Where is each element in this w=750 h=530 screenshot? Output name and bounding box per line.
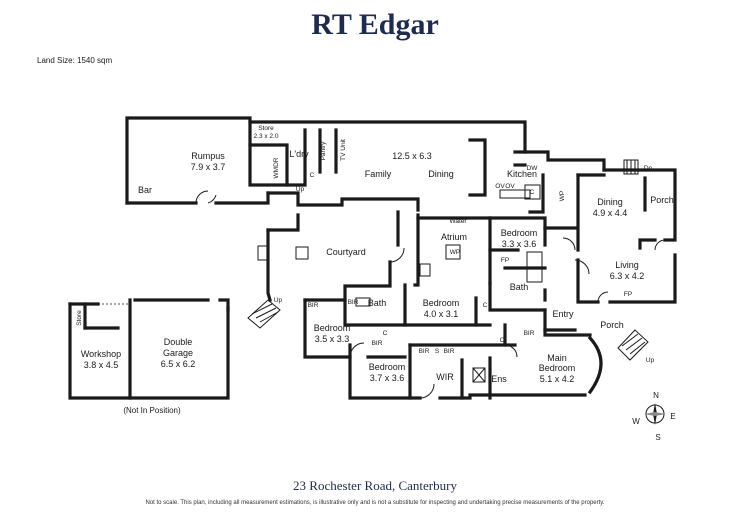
porch-top-label: Porch	[650, 195, 674, 205]
mark-water: Water	[449, 218, 467, 225]
rumpus-dims: 7.9 x 3.7	[191, 162, 226, 172]
living-label: Living	[615, 260, 639, 270]
store-garage-label: Store	[76, 310, 83, 326]
store-top-dims: 2.3 x 2.0	[254, 133, 279, 140]
main-bedroom-dims: 5.1 x 4.2	[540, 374, 575, 384]
family-label: Family	[365, 169, 392, 179]
mark-up-1: Up	[296, 186, 305, 193]
main-bedroom-label-2: Bedroom	[539, 363, 576, 373]
mark-s: S	[435, 348, 440, 355]
compass-e: E	[670, 412, 675, 421]
mark-ov-1: OV	[495, 183, 505, 190]
entry-label: Entry	[552, 309, 574, 319]
garage-note: (Not In Position)	[123, 406, 181, 415]
mark-wp-kitchen: WP	[559, 191, 566, 201]
dining-east-label: Dining	[597, 197, 623, 207]
mark-dn: Dn	[644, 165, 653, 172]
wir-label: WIR	[436, 372, 454, 382]
mark-bir-1: BIR	[308, 302, 319, 309]
mark-dw: DW	[527, 165, 539, 172]
mark-wp: WP	[450, 249, 460, 256]
mark-bir-6: BIR	[524, 330, 535, 337]
workshop-label: Workshop	[81, 349, 121, 359]
property-address: 23 Rochester Road, Canterbury	[293, 478, 457, 493]
garage-dims: 6.5 x 6.2	[161, 359, 196, 369]
mark-c-1: C	[383, 330, 388, 337]
main-bedroom-label-1: Main	[547, 353, 567, 363]
bedroom-d-dims: 3.7 x 3.6	[370, 373, 405, 383]
bedroom-b-dims: 4.0 x 3.1	[424, 309, 459, 319]
laundry-label: L'dry	[289, 149, 309, 159]
fittings	[98, 159, 666, 399]
mark-bir-4: BIR	[419, 348, 430, 355]
mark-c-5: C	[530, 189, 535, 196]
mark-c-3: C	[500, 337, 505, 344]
mark-bir-5: BIR	[444, 348, 455, 355]
bedroom-c-dims: 3.5 x 3.3	[315, 334, 350, 344]
bedroom-b-label: Bedroom	[423, 298, 460, 308]
mark-fp-2: FP	[501, 257, 509, 264]
mark-fp-1: FP	[624, 291, 632, 298]
mark-up-2: Up	[274, 297, 283, 304]
dining-label: Dining	[428, 169, 454, 179]
workshop-dims: 3.8 x 4.5	[84, 360, 119, 370]
bedroom-a-label: Bedroom	[501, 228, 538, 238]
brand-logo: RT Edgar	[311, 8, 439, 41]
kitchen-label: Kitchen	[507, 169, 537, 179]
mark-pantry: Pantry	[320, 141, 327, 161]
rumpus-label: Rumpus	[191, 151, 225, 161]
mark-c-2: C	[483, 302, 488, 309]
garage-label-2: Garage	[163, 348, 193, 358]
disclaimer: Not to scale. This plan, including all m…	[145, 500, 605, 506]
courtyard-label: Courtyard	[326, 247, 366, 257]
walls	[68, 116, 677, 400]
compass-n: N	[653, 391, 659, 400]
mark-wmdr: WMDR	[273, 157, 280, 178]
bath-b-label: Bath	[368, 298, 387, 308]
atrium-label: Atrium	[441, 232, 467, 242]
mark-c-4: C	[310, 172, 315, 179]
bedroom-d-label: Bedroom	[369, 362, 406, 372]
bedroom-a-dims: 3.3 x 3.6	[502, 239, 537, 249]
bath-a-label: Bath	[510, 282, 529, 292]
mark-up-3: Up	[646, 357, 655, 364]
compass-s: S	[655, 433, 660, 442]
mark-bir-2: BIR	[348, 299, 359, 306]
dining-east-dims: 4.9 x 4.4	[593, 208, 628, 218]
garage-label-1: Double	[164, 337, 193, 347]
mark-bir-3: BIR	[372, 340, 383, 347]
bedroom-c-label: Bedroom	[314, 323, 351, 333]
living-dims: 6.3 x 4.2	[610, 271, 645, 281]
store-top-label: Store	[258, 125, 274, 132]
bar-label: Bar	[138, 185, 152, 195]
compass-icon	[644, 403, 666, 425]
family-dims: 12.5 x 6.3	[392, 151, 432, 161]
ens-label: Ens	[491, 374, 507, 384]
porch-bottom-label: Porch	[600, 320, 624, 330]
mark-ov-2: OV	[505, 183, 515, 190]
land-size: Land Size: 1540 sqm	[37, 56, 113, 65]
mark-tv-unit: TV Unit	[340, 139, 347, 161]
compass-w: W	[632, 417, 640, 426]
